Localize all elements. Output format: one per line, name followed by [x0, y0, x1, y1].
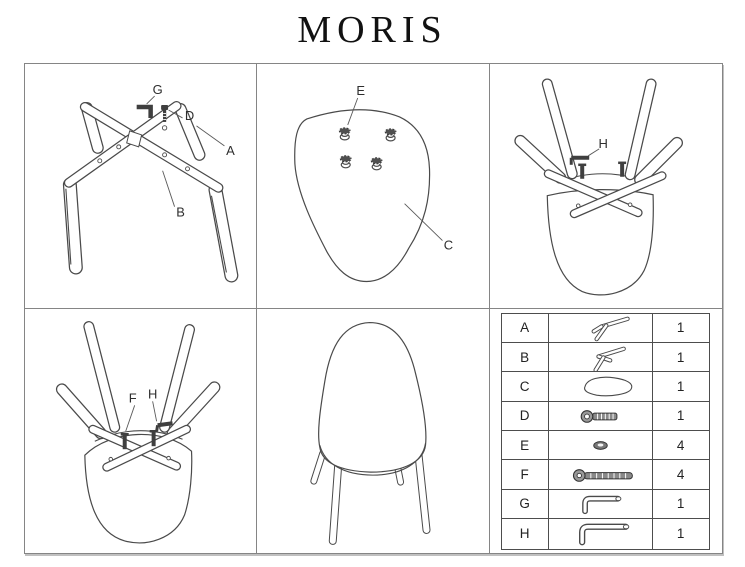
cross-bars [88, 424, 192, 472]
part-qty: 1 [652, 314, 709, 343]
long-screw-icon [572, 468, 633, 482]
part-letter: B [501, 342, 549, 373]
center-bracket [126, 130, 143, 148]
cap-nut-icon [370, 157, 383, 171]
label-g: G [153, 82, 163, 97]
chair-shell-outline [318, 321, 427, 473]
panel-step3: H [489, 64, 722, 309]
part-qty: 4 [652, 431, 709, 461]
allen-key-large-icon [578, 523, 629, 546]
short-bolt-icon [580, 409, 618, 423]
panel-step5 [257, 308, 490, 553]
part-letter: F [501, 460, 549, 490]
panel-step2: E C [257, 64, 490, 309]
step2-seat-underside-diagram: E C [294, 83, 453, 283]
label-f: F [129, 390, 137, 405]
panel-step4: F H [25, 308, 258, 553]
step4-inverted-chair-diagram: F H [55, 320, 221, 543]
label-h: H [598, 136, 607, 151]
screw-icon [577, 161, 626, 179]
allen-key-large-icon [569, 155, 589, 165]
panel-step1: G D A B [25, 64, 258, 309]
cap-nut-icon [339, 127, 352, 141]
label-a: A [226, 143, 235, 158]
step1-leg-frame-diagram: G D A B [62, 82, 239, 283]
allen-key-small-icon [581, 495, 622, 515]
center-bolt-icon [161, 104, 169, 131]
cap-nut-icon [384, 128, 397, 142]
part-letter: D [501, 401, 549, 431]
seat-shell-outline [294, 109, 431, 283]
leg-frame-a [62, 100, 206, 275]
allen-key-small-icon [136, 104, 153, 118]
part-letter: G [501, 489, 549, 520]
label-c: C [444, 238, 453, 253]
leg-frame-b [79, 101, 239, 283]
part-qty: 1 [652, 402, 709, 431]
part-qty: 4 [652, 460, 709, 490]
parts-table: A 1 B 1 [500, 312, 710, 550]
part-letter: A [501, 313, 549, 343]
cross-bars [543, 169, 667, 219]
page-title: MORIS [297, 9, 448, 51]
chair-legs [514, 78, 683, 186]
cap-nut-icon [340, 155, 353, 169]
step3-inverted-chair-diagram: H [514, 78, 683, 296]
step5-assembled-chair-diagram [310, 321, 431, 545]
label-h: H [148, 386, 157, 401]
part-letter: H [502, 519, 549, 549]
part-qty: 1 [652, 372, 709, 402]
chair-legs [310, 449, 431, 545]
part-qty: 1 [652, 343, 709, 373]
leg-frame-b-icon [593, 346, 626, 372]
cap-nut-icon [592, 441, 608, 451]
screw-icon [120, 429, 158, 449]
chair-legs [55, 320, 221, 439]
label-e: E [357, 83, 366, 98]
seat-rim-line [319, 442, 427, 476]
label-d: D [185, 108, 194, 123]
part-letter: C [501, 372, 549, 402]
leg-frame-a-icon [591, 316, 630, 341]
part-qty: 1 [652, 490, 709, 520]
label-b: B [176, 205, 185, 220]
part-letter: E [501, 431, 549, 461]
panel-parts-list: A 1 B 1 [490, 309, 722, 554]
part-qty: 1 [676, 526, 685, 542]
seat-shell-icon [583, 377, 632, 397]
instruction-grid: G D A B [24, 63, 723, 554]
allen-key-large-icon [155, 420, 173, 431]
